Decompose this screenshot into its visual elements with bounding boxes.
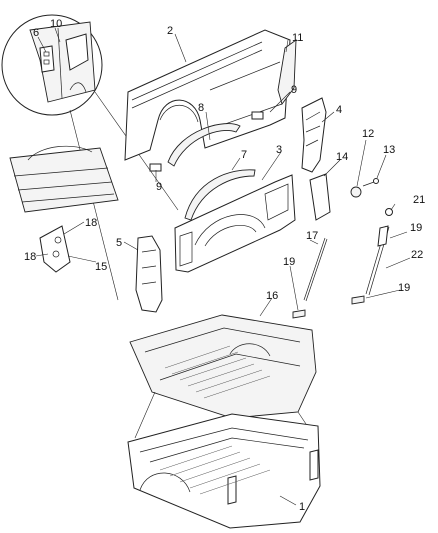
callout-9-a: 9 xyxy=(291,84,297,96)
bracket-upper xyxy=(251,111,264,120)
callout-19-c: 19 xyxy=(398,282,410,294)
bed-liner xyxy=(129,314,317,419)
callout-1: 1 xyxy=(299,501,305,513)
box-side-outer-panel xyxy=(124,29,291,161)
callout-8: 8 xyxy=(198,102,204,114)
foot-19-left xyxy=(292,309,306,319)
callout-21: 21 xyxy=(413,194,425,206)
grommet-21 xyxy=(385,208,393,216)
rear-pillar xyxy=(135,235,163,313)
bracket-lower xyxy=(149,163,162,172)
bolt-13 xyxy=(373,178,379,184)
detail-inset xyxy=(1,14,103,116)
callout-15: 15 xyxy=(95,261,107,273)
callout-19-a: 19 xyxy=(283,256,295,268)
callout-5: 5 xyxy=(116,237,122,249)
callout-2: 2 xyxy=(167,25,173,37)
wheelhouse-arch-upper xyxy=(167,123,241,167)
callout-13: 13 xyxy=(383,144,395,156)
front-side-panel xyxy=(301,97,327,173)
callout-11: 11 xyxy=(292,32,303,44)
foot-19-right xyxy=(351,295,365,305)
stake-pocket-front xyxy=(277,39,297,105)
callout-18-b: 18 xyxy=(24,251,36,263)
callout-19-b: 19 xyxy=(410,222,422,234)
callout-9-b: 9 xyxy=(156,181,162,193)
tailgate-detail-view xyxy=(9,145,119,273)
wheelhouse-arch-inner xyxy=(184,169,256,221)
callout-16: 16 xyxy=(266,290,278,302)
callout-7: 7 xyxy=(241,149,247,161)
plug-12 xyxy=(350,186,362,198)
callout-17: 17 xyxy=(306,230,318,242)
callout-10: 10 xyxy=(50,18,62,30)
callout-6: 6 xyxy=(33,27,39,39)
stake-pocket-bracket xyxy=(309,173,331,221)
brace-rod xyxy=(303,237,326,301)
callout-22: 22 xyxy=(411,249,423,261)
callout-12: 12 xyxy=(362,128,374,140)
box-side-inner-panel xyxy=(174,174,296,273)
callout-4: 4 xyxy=(336,104,342,116)
callout-18-a: 18 xyxy=(85,217,97,229)
callout-3: 3 xyxy=(276,144,282,156)
callout-14: 14 xyxy=(336,151,348,163)
pickup-box xyxy=(127,413,321,529)
